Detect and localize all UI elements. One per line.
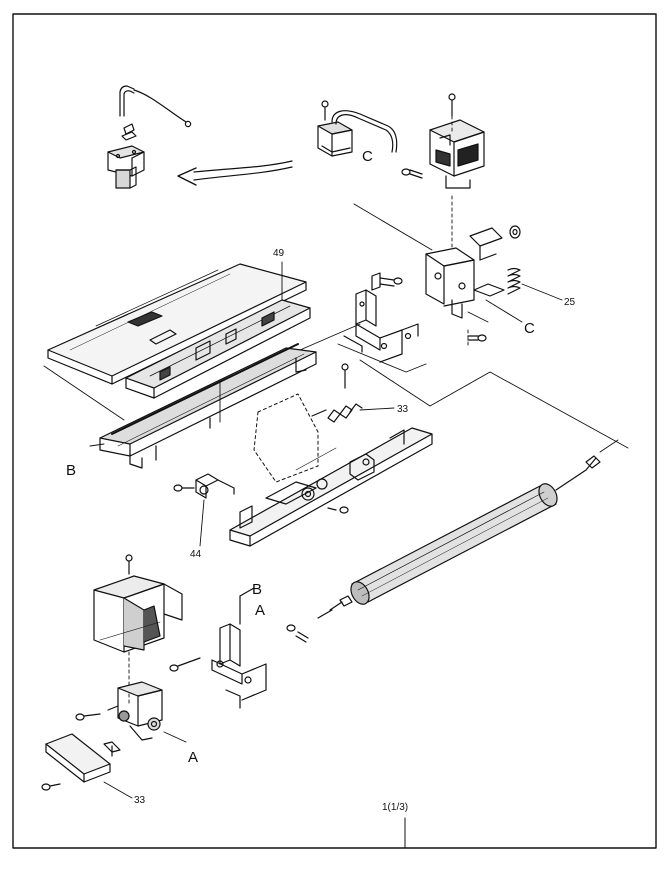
page-reference: 1(1/3) bbox=[382, 802, 408, 813]
dashed-cover-outline bbox=[253, 393, 319, 483]
callout-33-mid: 33 bbox=[397, 404, 409, 415]
callout-25: 25 bbox=[564, 297, 576, 308]
callout-b-left: B bbox=[66, 462, 76, 479]
sensor-with-cable bbox=[317, 110, 398, 157]
leader-c-right bbox=[485, 299, 523, 323]
leader-roller bbox=[359, 359, 629, 449]
screw-lower-left bbox=[125, 554, 133, 575]
screw-center bbox=[341, 363, 349, 389]
callout-c-top: C bbox=[362, 148, 373, 165]
callout-44: 44 bbox=[190, 549, 202, 560]
clip-44 bbox=[173, 473, 235, 499]
e-ring bbox=[509, 225, 521, 239]
lower-side-bracket bbox=[211, 587, 267, 709]
wire-harness-detail bbox=[119, 85, 192, 128]
leader-b-left bbox=[89, 443, 105, 447]
spring-33-mid bbox=[311, 403, 363, 423]
screw-a-lower bbox=[286, 624, 309, 643]
screw-lower-center bbox=[169, 657, 201, 672]
leader-a-bottom bbox=[163, 731, 187, 743]
frame-bracket-right bbox=[425, 227, 505, 319]
sensor-bracket-detail bbox=[107, 123, 145, 189]
carriage-plate bbox=[229, 427, 433, 547]
side-bracket-center bbox=[343, 289, 419, 363]
screw-cover-plate bbox=[41, 783, 61, 791]
spring-25 bbox=[507, 267, 521, 295]
callout-c-right: C bbox=[524, 320, 535, 337]
screw-c-top bbox=[401, 168, 423, 179]
leader-25 bbox=[521, 283, 563, 301]
lower-sensor-bracket bbox=[107, 681, 163, 741]
guide-bar-49 bbox=[125, 299, 311, 399]
screw-cover-top bbox=[448, 93, 456, 117]
callout-a-lower: A bbox=[255, 602, 265, 619]
cover-plate-33 bbox=[45, 733, 121, 783]
screw-lower-bracket bbox=[75, 713, 101, 721]
screw-top-left bbox=[321, 100, 329, 121]
callout-b-lower: B bbox=[252, 581, 262, 598]
screw-bracket bbox=[371, 272, 403, 291]
leader-44 bbox=[199, 499, 205, 547]
lower-cover bbox=[93, 575, 183, 653]
leader-33-mid bbox=[359, 407, 395, 411]
platen-roller bbox=[317, 455, 601, 619]
detail-arrow bbox=[177, 160, 293, 186]
callout-49: 49 bbox=[273, 248, 285, 259]
leader-sensor bbox=[353, 203, 433, 251]
callout-a-bottom: A bbox=[188, 749, 198, 766]
outline-bracket-area bbox=[337, 343, 427, 373]
diagram-frame bbox=[12, 13, 657, 849]
sensor-cover bbox=[429, 119, 485, 189]
main-frame-rail bbox=[99, 343, 317, 469]
callout-33-bottom: 33 bbox=[134, 795, 146, 806]
screw-c-right bbox=[467, 334, 487, 342]
screw-carriage bbox=[327, 506, 349, 514]
leader-33-bottom bbox=[103, 781, 133, 799]
